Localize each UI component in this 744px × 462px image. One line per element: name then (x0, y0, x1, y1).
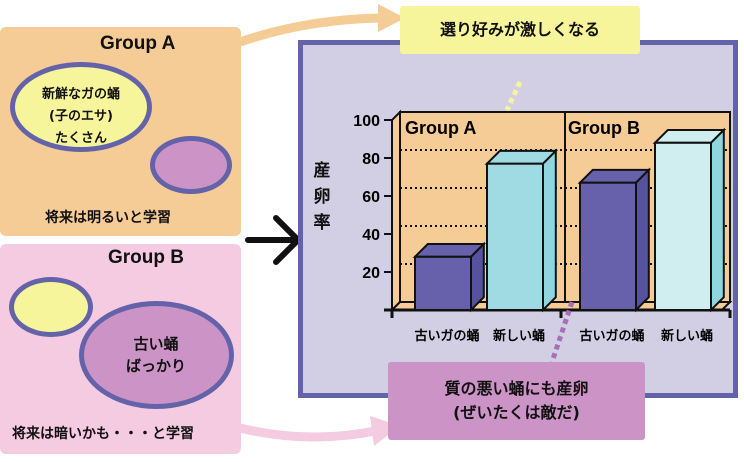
y-tick-label: 60 (362, 189, 380, 206)
peach-arrow (238, 13, 391, 47)
y-tick-label: 100 (353, 113, 380, 130)
bar-side (710, 127, 725, 313)
group-a-caption: 将来は明るいと学習 (45, 210, 171, 226)
bar (414, 255, 472, 311)
bubble-line: たくさん (54, 131, 107, 146)
bubble-line: 古い蛹 (133, 335, 179, 353)
group-label: Group A (405, 118, 476, 138)
old-pupae-ellipse-small (150, 136, 232, 194)
bar (654, 141, 712, 311)
callout-line: (ぜいたくは敵だ) (453, 403, 580, 422)
y-axis-label: 産卵率 (313, 161, 331, 233)
pink-arrow (238, 423, 381, 442)
x-tick-label: 古いガの蛹 (579, 328, 644, 344)
x-tick-label: 新しい蛹 (661, 328, 713, 344)
top-callout: 選り好みが激しくなる (400, 6, 640, 54)
bar-side (635, 167, 650, 313)
y-tick-label: 80 (362, 151, 380, 168)
bar-side (470, 241, 485, 313)
bubble-line: ばっかり (125, 357, 186, 375)
x-tick-label: 古いガの蛹 (414, 328, 479, 344)
group-a-title: Group A (100, 33, 176, 54)
group-label: Group B (568, 118, 640, 138)
callout-line: 質の悪い蛹にも産卵 (444, 379, 589, 398)
y-tick-label: 40 (362, 227, 380, 244)
top-callout-pointer (504, 80, 523, 112)
old-pupae-ellipse (79, 301, 234, 409)
bar-side (542, 148, 557, 313)
bar (579, 181, 637, 311)
bar (486, 162, 544, 311)
bottom-callout-pointer (549, 301, 575, 363)
x-tick-label: 新しい蛹 (493, 328, 545, 344)
fresh-pupae-label: 新鮮なガの蛹 (子のエサ) たくさん (20, 84, 142, 150)
group-b-caption: 将来は暗いかも・・・と学習 (12, 426, 194, 442)
group-b-title: Group B (108, 247, 184, 268)
fresh-pupae-ellipse (10, 62, 152, 152)
bubble-line: (子のエサ) (49, 109, 113, 124)
y-tick-label: 20 (362, 265, 380, 282)
fresh-pupae-ellipse-small (9, 277, 93, 337)
chart-side-wall (391, 109, 401, 313)
peach-arrow-head (378, 4, 405, 32)
old-pupae-label: 古い蛹 ばっかり (110, 333, 202, 377)
bottom-callout: 質の悪い蛹にも産卵 (ぜいたくは敵だ) (388, 362, 645, 440)
bubble-line: 新鮮なガの蛹 (41, 87, 120, 102)
